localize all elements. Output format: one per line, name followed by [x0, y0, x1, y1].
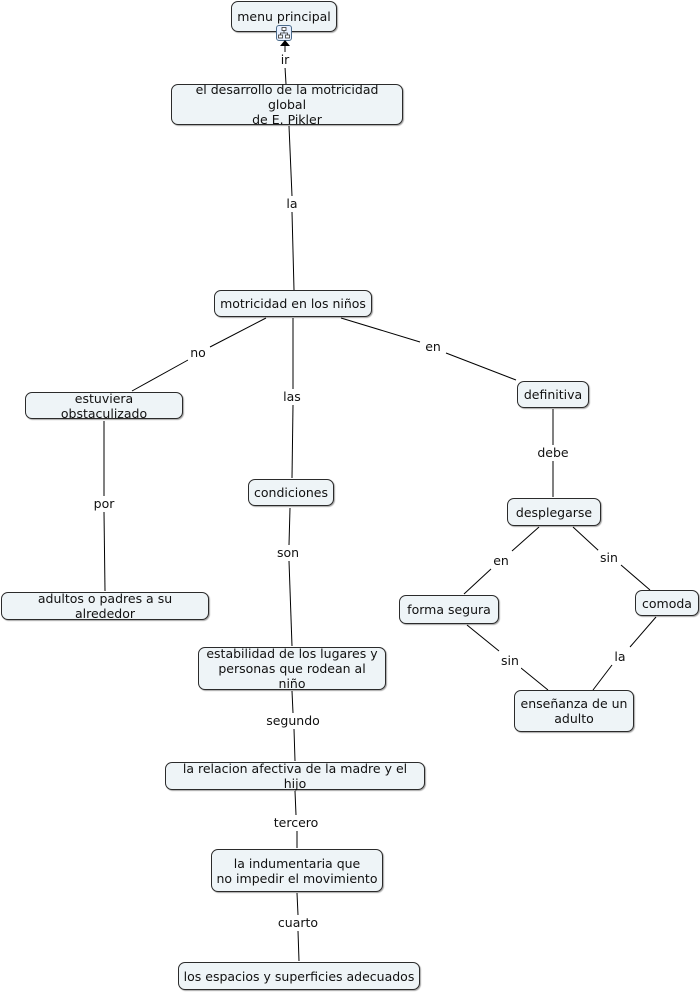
node-relacion[interactable]: la relacion afectiva de la madre y el hi…	[165, 761, 425, 791]
node-desarrollo[interactable]: el desarrollo de la motricidad global de…	[171, 82, 403, 127]
node-label: enseñanza de un adulto	[520, 696, 628, 726]
node-motricidad[interactable]: motricidad en los niños	[214, 290, 372, 317]
connector-line	[296, 892, 299, 916]
connector-line	[288, 560, 293, 647]
connector-line	[131, 359, 189, 392]
node-label: estabilidad de los lugares y personas qu…	[206, 646, 378, 691]
node-label: forma segura	[407, 602, 491, 617]
node-label: motricidad en los niños	[220, 296, 366, 311]
node-label: desplegarse	[515, 504, 593, 520]
link-label-sin[interactable]: sin	[598, 550, 620, 566]
node-estabilidad[interactable]: estabilidad de los lugares y personas qu…	[198, 646, 386, 691]
connector-line	[284, 66, 287, 85]
connector-line	[445, 352, 517, 381]
node-ensenanza[interactable]: enseñanza de un adulto	[514, 690, 634, 732]
node-comoda[interactable]: comoda	[635, 590, 699, 616]
node-label: la relacion afectiva de la madre y el hi…	[182, 761, 408, 791]
node-definitiva[interactable]: definitiva	[517, 381, 589, 408]
connector-line	[294, 790, 297, 816]
connector-line	[297, 930, 300, 962]
connector-line	[620, 564, 651, 591]
link-label-por[interactable]: por	[91, 496, 117, 512]
node-label: los espacios y superficies adecuados	[183, 968, 415, 984]
connector-line	[629, 616, 657, 648]
connector-line	[209, 317, 267, 348]
node-label: la indumentaria que no impedir el movimi…	[216, 855, 378, 886]
node-label: condiciones	[254, 485, 328, 500]
node-forma-segura[interactable]: forma segura	[399, 595, 499, 624]
link-label-segundo[interactable]: segundo	[264, 713, 322, 729]
connector-line	[466, 624, 500, 652]
node-label: definitiva	[523, 387, 583, 402]
link-label-la[interactable]: la	[284, 196, 300, 212]
node-desplegarse[interactable]: desplegarse	[507, 498, 601, 526]
connector-line	[340, 317, 421, 343]
link-label-ir[interactable]: ir	[278, 52, 292, 68]
link-label-cuarto[interactable]: cuarto	[275, 915, 321, 931]
connector-line	[592, 664, 613, 691]
connector-line	[520, 667, 549, 691]
node-espacios[interactable]: los espacios y superficies adecuados	[178, 962, 420, 990]
node-menu-principal[interactable]: menu principal	[231, 1, 337, 32]
connector-line	[291, 404, 294, 479]
link-label-sin[interactable]: sin	[499, 653, 521, 669]
link-label-la[interactable]: la	[612, 649, 628, 665]
link-label-en[interactable]: en	[423, 339, 443, 355]
node-condiciones[interactable]: condiciones	[248, 479, 334, 506]
node-obstaculizado[interactable]: estuviera obstaculizado	[25, 390, 183, 421]
link-label-son[interactable]: son	[274, 545, 302, 561]
link-label-en[interactable]: en	[491, 553, 511, 569]
connector-line	[293, 728, 296, 762]
node-indumentaria[interactable]: la indumentaria que no impedir el movimi…	[211, 849, 383, 892]
connector-line	[291, 211, 295, 291]
connector-line	[288, 507, 291, 546]
connector-line	[291, 690, 294, 714]
node-adultos[interactable]: adultos o padres a su alrededor	[1, 591, 209, 621]
link-label-no[interactable]: no	[188, 345, 208, 361]
node-label: menu principal	[237, 9, 331, 24]
pin-icon	[280, 40, 290, 46]
connector-line	[463, 568, 492, 595]
connector-line	[572, 526, 600, 552]
link-label-las[interactable]: las	[281, 389, 303, 405]
node-label: el desarrollo de la motricidad global de…	[195, 82, 379, 127]
connector-line	[288, 125, 293, 197]
link-label-tercero[interactable]: tercero	[271, 815, 321, 831]
node-label: adultos o padres a su alrededor	[37, 591, 173, 621]
node-label: estuviera obstaculizado	[60, 390, 148, 421]
connector-line	[103, 511, 106, 592]
node-label: comoda	[642, 595, 692, 611]
hierarchy-icon[interactable]	[276, 25, 292, 41]
connector-line	[511, 526, 540, 552]
link-label-debe[interactable]: debe	[535, 445, 571, 461]
